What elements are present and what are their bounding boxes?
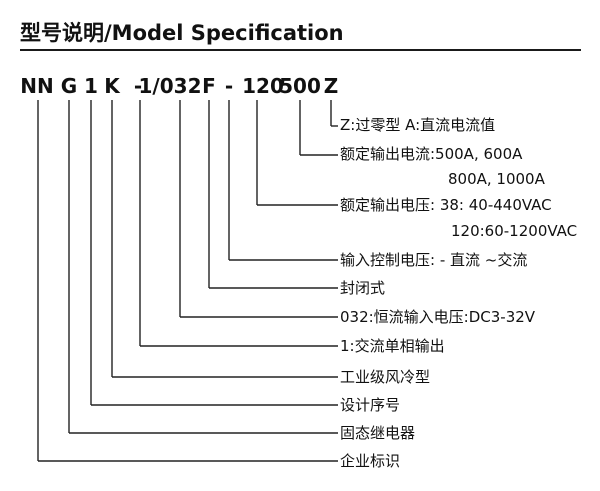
title-underline [20,49,581,51]
desc-ssr: 固态继电器 [340,424,416,442]
desc-phase: 1:交流单相输出 [340,337,445,355]
code-part-f: F [202,74,216,98]
code-part-500: 500 [279,74,321,98]
desc-output-current: 额定输出电流:500A, 600A [340,145,523,163]
desc-output-voltage: 额定输出电压: 38: 40-440VAC [340,196,552,214]
desc-output-voltage-cont: 120:60-1200VAC [451,222,578,240]
code-part-1-032: 1/032 [138,74,202,98]
code-part-dash: - [224,74,234,98]
code-part-nn: NN [20,74,54,98]
desc-design-seq: 设计序号 [340,396,401,414]
code-part-k: K [104,74,120,98]
code-part-g: G [60,74,78,98]
desc-output-current-cont: 800A, 1000A [448,170,545,188]
desc-sealed: 封闭式 [340,279,386,297]
code-part-z: Z [323,74,339,98]
desc-cooling: 工业级风冷型 [340,368,431,386]
desc-brand: 企业标识 [340,452,401,470]
desc-control-voltage: 输入控制电压: - 直流 ~交流 [340,251,528,269]
desc-input-current: 032:恒流输入电压:DC3-32V [340,308,536,326]
code-part-120: 120 [242,74,284,98]
code-part-dash: - [133,74,143,98]
page-title: 型号说明/Model Specification [20,21,344,45]
desc-zero-cross: Z:过零型 A:直流电流值 [340,116,496,134]
code-part-1: 1 [84,74,98,98]
